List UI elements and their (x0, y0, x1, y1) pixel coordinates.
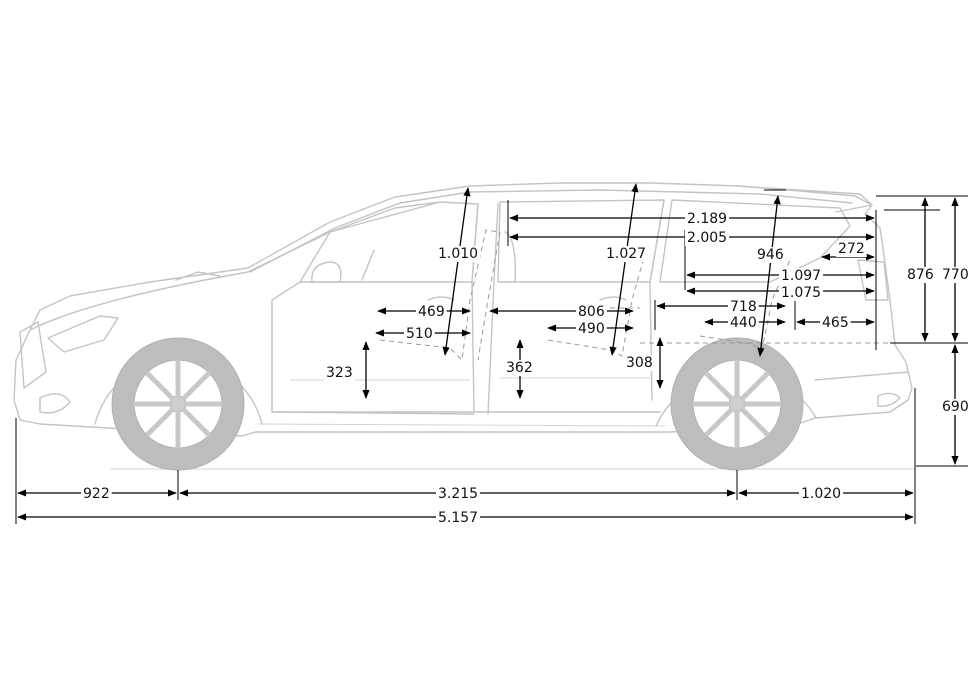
headlamp (47, 315, 119, 353)
label-backing (779, 268, 824, 284)
b-pillar-rear (487, 203, 499, 415)
label-806: 806 (578, 304, 605, 320)
front-door (271, 281, 475, 415)
label-backing (820, 315, 851, 331)
label-backing (504, 360, 535, 376)
label-308: 308 (626, 355, 653, 371)
side-mirror (311, 261, 342, 283)
label-backing (940, 267, 971, 283)
label-backing (624, 355, 655, 371)
label-490: 490 (578, 321, 605, 337)
label-backing (779, 285, 824, 301)
label-backing (416, 304, 447, 320)
hood-line (29, 271, 249, 331)
label-718: 718 (730, 299, 757, 315)
label-backing (799, 486, 844, 502)
label-440: 440 (730, 315, 757, 331)
sill-line (257, 423, 666, 427)
front-door-handle (427, 296, 455, 301)
exhaust (877, 392, 901, 408)
rear-wheel (670, 337, 804, 471)
label-backing (436, 246, 481, 262)
headrest-front (504, 231, 516, 283)
label-469: 469 (418, 304, 445, 320)
label-backing (940, 399, 971, 415)
dimension-labels: 1.010 1.027 2.189 2.005 946 272 1.097 1.… (81, 211, 971, 526)
rear-side-window (497, 199, 665, 283)
label-backing (728, 299, 759, 315)
windshield (247, 201, 441, 273)
label-465: 465 (822, 315, 849, 331)
label-1075: 1.075 (781, 285, 821, 301)
label-1020: 1.020 (801, 486, 841, 502)
label-323: 323 (326, 365, 353, 381)
label-690: 690 (942, 399, 969, 415)
dim-1010 (442, 187, 471, 356)
label-backing (728, 315, 759, 331)
rear-spoiler (735, 185, 873, 213)
label-backing (81, 486, 112, 502)
steering-column (361, 249, 375, 281)
label-backing (905, 267, 936, 283)
label-510: 510 (406, 326, 433, 342)
label-5157: 5.157 (438, 510, 478, 526)
rear-door-handle (599, 296, 627, 301)
label-backing (576, 304, 607, 320)
label-770: 770 (942, 267, 969, 283)
label-backing (576, 321, 607, 337)
label-272: 272 (838, 241, 865, 257)
label-1097: 1.097 (781, 268, 821, 284)
hood-vent (175, 271, 221, 281)
b-pillar (471, 203, 479, 413)
label-backing (685, 230, 730, 246)
tail-lamp (857, 259, 889, 301)
quarter-window (659, 199, 851, 283)
second-row-seat (547, 249, 647, 357)
label-1010: 1.010 (438, 246, 478, 262)
rear-bumper-line (814, 371, 909, 381)
label-3215: 3.215 (438, 486, 478, 502)
label-922: 922 (83, 486, 110, 502)
label-backing (604, 246, 649, 262)
label-backing (436, 510, 481, 526)
dim-1027 (609, 183, 639, 356)
car-side-outline (13, 182, 935, 471)
label-2189: 2.189 (687, 211, 727, 227)
front-wheel (111, 337, 245, 471)
label-backing (404, 326, 435, 342)
dim-946 (757, 195, 781, 357)
label-2005: 2.005 (687, 230, 727, 246)
label-362: 362 (506, 360, 533, 376)
grille (19, 321, 47, 389)
label-1027: 1.027 (606, 246, 646, 262)
fog-lamp (39, 393, 71, 414)
label-backing (685, 211, 730, 227)
label-946: 946 (757, 247, 784, 263)
label-backing (324, 365, 355, 381)
label-backing (836, 241, 867, 257)
label-backing (755, 247, 786, 263)
label-backing (436, 486, 481, 502)
front-side-window (299, 201, 479, 283)
label-876: 876 (907, 267, 934, 283)
